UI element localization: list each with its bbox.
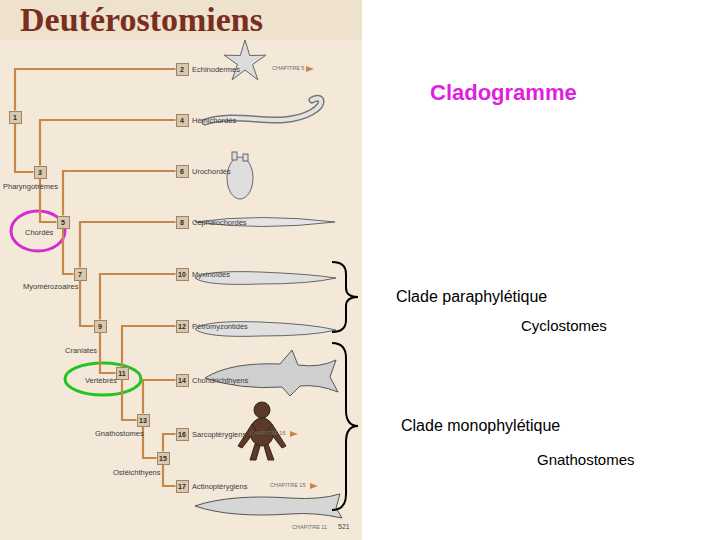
clade-node: 14Chondrichthyens <box>176 374 189 387</box>
chapter-arrow <box>290 431 298 437</box>
tree-branch <box>122 326 176 367</box>
callout-number: 14 <box>177 375 188 386</box>
sturgeon-drawing <box>195 494 342 518</box>
book-page <box>0 0 362 540</box>
clade-node: 12Pétromyzontidés <box>176 320 189 333</box>
clade-node: 8Céphalochordés <box>176 216 189 229</box>
tree-branch <box>163 465 176 487</box>
callout-number: 10 <box>177 269 188 280</box>
clade-node: 9Craniates <box>94 320 107 333</box>
taxon-name: Urochordés <box>192 167 231 176</box>
taxon-name: Actinoptérygiens <box>192 482 247 491</box>
callout-number: 11 <box>117 368 128 379</box>
tunicate-siphon <box>243 154 248 161</box>
taxon-name: Pétromyzontidés <box>192 322 248 331</box>
taxon-name: Ostéichthyens <box>113 468 161 477</box>
taxon-name: Craniates <box>65 346 97 355</box>
tree-branch <box>100 274 176 320</box>
clade-node: 16Sarcoptérygiens <box>176 428 189 441</box>
callout-number: 6 <box>177 166 188 177</box>
taxon-name: Hémichordés <box>192 116 236 125</box>
taxon-name: Gnathostomes <box>95 429 144 438</box>
tree-branch <box>15 69 176 111</box>
clade-node: 2Echinodermes <box>176 63 189 76</box>
clade-node: 13Gnathostomes <box>137 414 150 427</box>
clade-node: 11Vertébrés <box>116 367 129 380</box>
clade-node: 3Pharyngotrèmes <box>34 166 47 179</box>
callout-number: 3 <box>35 167 46 178</box>
annotation-label: Gnathostomes <box>537 451 635 468</box>
annotation-label: CHAPITRE 15 <box>270 482 305 488</box>
tree-branch <box>163 434 176 452</box>
tree-branch <box>80 222 176 268</box>
taxon-name: Chordés <box>25 228 53 237</box>
annotation-label: CHAPITRE 5 <box>272 65 304 71</box>
tree-branch <box>122 380 137 421</box>
callout-number: 15 <box>158 453 169 464</box>
tunicate-siphon <box>232 152 237 160</box>
callout-number: 8 <box>177 217 188 228</box>
tree-branch <box>80 281 94 327</box>
clade-node: 5Chordés <box>57 216 70 229</box>
taxon-name: Myomérozoaires <box>23 282 78 291</box>
taxon-name: Céphalochordés <box>192 218 247 227</box>
curly-brace <box>332 262 358 332</box>
taxon-name: Sarcoptérygiens <box>192 430 246 439</box>
callout-number: 9 <box>95 321 106 332</box>
clade-node: 10Myxinoïdes <box>176 268 189 281</box>
annotation-label: CHAPITRE 11 <box>292 524 327 530</box>
taxon-name: Chondrichthyens <box>192 376 248 385</box>
callout-number: 17 <box>177 481 188 492</box>
highlight-ellipse <box>65 363 141 395</box>
shark-drawing <box>205 350 338 396</box>
tree-branch <box>63 229 74 275</box>
annotation-label: 521 <box>338 523 350 530</box>
tree-branch <box>143 380 176 414</box>
clade-node: 6Urochordés <box>176 165 189 178</box>
figure-heading: Cladogramme <box>430 80 577 106</box>
tree-branch <box>40 120 176 166</box>
tree-branch <box>63 171 176 216</box>
annotation-label: Clade monophylétique <box>401 417 560 435</box>
annotation-label: CHAPITRE 16 <box>250 430 285 436</box>
taxon-name: Vertébrés <box>85 376 117 385</box>
chapter-arrow <box>310 483 318 489</box>
callout-number: 2 <box>177 64 188 75</box>
tree-branch <box>143 427 157 459</box>
annotation-label: Clade paraphylétique <box>396 288 547 306</box>
callout-number: 13 <box>138 415 149 426</box>
clade-node: 7Myomérozoaires <box>74 268 87 281</box>
tree-branch <box>15 124 34 173</box>
callout-number: 16 <box>177 429 188 440</box>
callout-number: 1 <box>10 112 21 123</box>
taxon-name: Echinodermes <box>192 65 240 74</box>
callout-number: 12 <box>177 321 188 332</box>
clade-node: 1 <box>9 111 22 124</box>
callout-number: 5 <box>58 217 69 228</box>
callout-number: 4 <box>177 115 188 126</box>
curly-brace <box>332 343 358 510</box>
taxon-name: Pharyngotrèmes <box>3 182 58 191</box>
page-header-band <box>0 0 362 40</box>
annotation-label: Cyclostomes <box>521 317 607 334</box>
taxon-name: Myxinoïdes <box>192 270 230 279</box>
clade-node: 17Actinoptérygiens <box>176 480 189 493</box>
clade-node: 4Hémichordés <box>176 114 189 127</box>
page-title: Deutérostomiens <box>20 1 263 39</box>
callout-number: 7 <box>75 269 86 280</box>
tunicate-drawing <box>227 157 253 199</box>
tree-branch <box>100 333 116 374</box>
chapter-arrow <box>306 66 314 72</box>
clade-node: 15Ostéichthyens <box>157 452 170 465</box>
